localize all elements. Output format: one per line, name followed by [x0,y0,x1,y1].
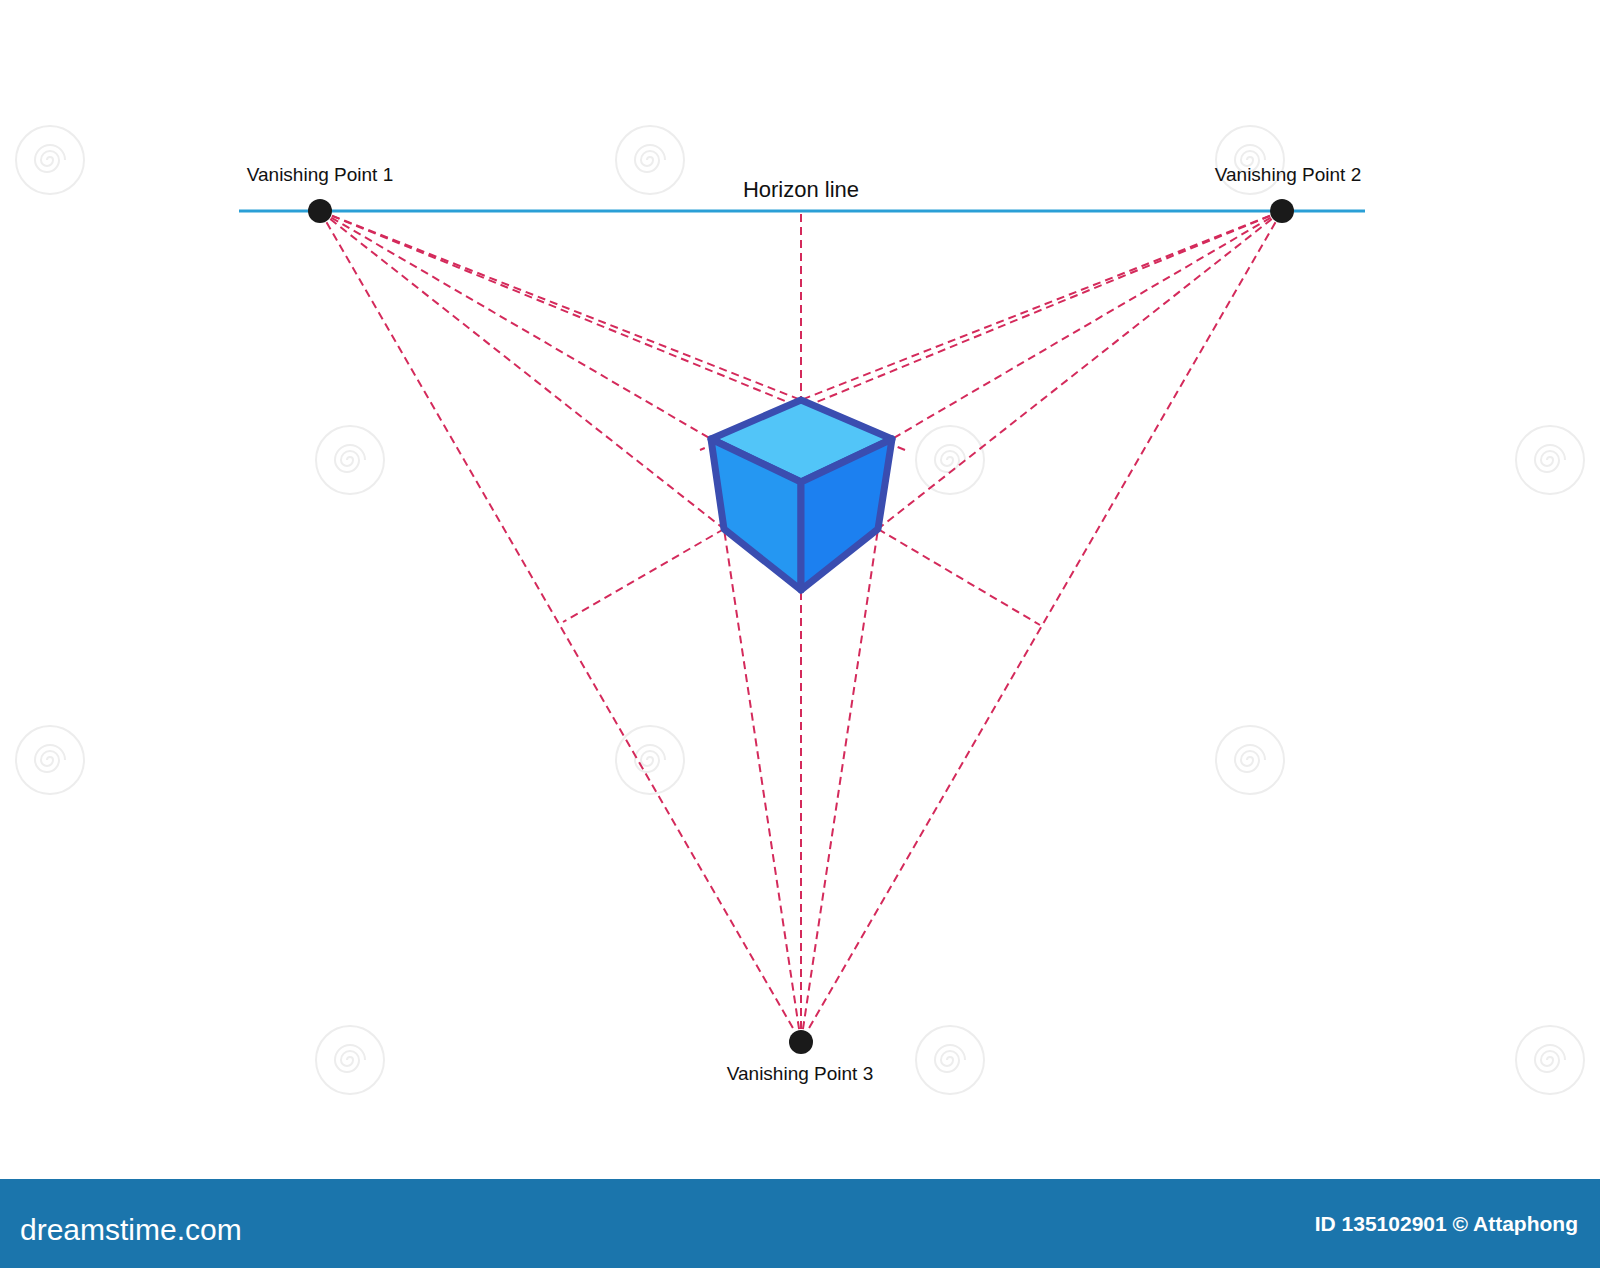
point-label: Vanishing Point 2 [1215,164,1361,186]
perspective-guides [320,211,1282,1042]
horizon-label: Horizon line [743,177,859,203]
vanishing-points [308,199,1294,1054]
horizon-line [239,210,1365,213]
watermark-spirals [16,126,1584,1094]
image-credit: ID 135102901 © Attaphong [1315,1212,1578,1236]
cube [711,400,892,590]
watermark-site: dreamstime.com [20,1213,242,1247]
point-label: Vanishing Point 1 [247,164,393,186]
point-label: Vanishing Point 3 [727,1063,873,1085]
